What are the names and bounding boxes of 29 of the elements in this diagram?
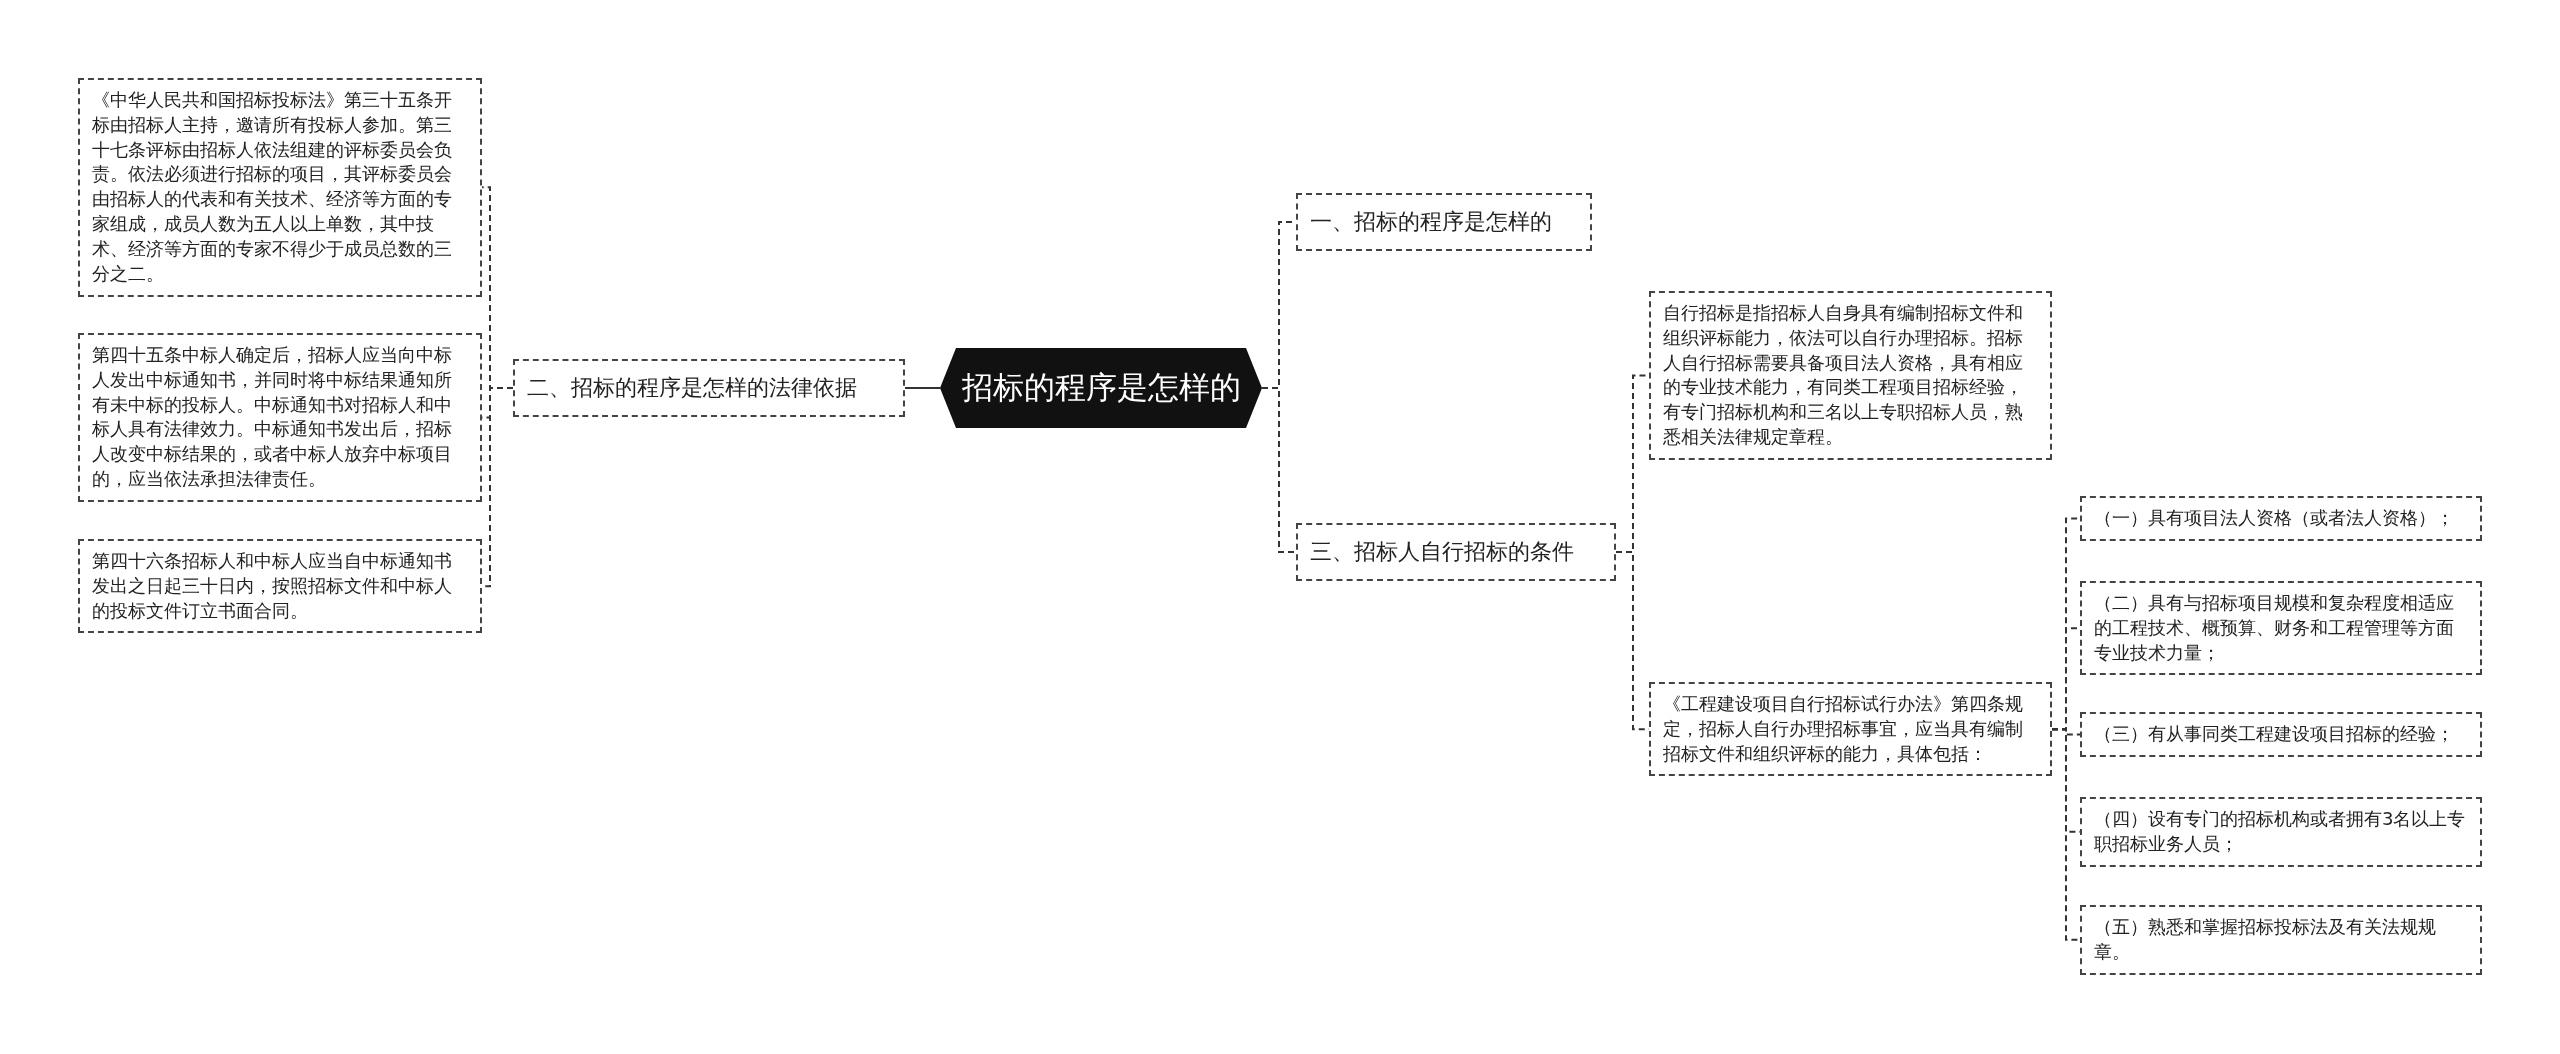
note-box bbox=[1649, 682, 2052, 777]
note-box bbox=[2080, 797, 2482, 867]
note-box bbox=[78, 78, 482, 297]
connector-line bbox=[904, 387, 941, 389]
note-box bbox=[2080, 905, 2482, 975]
note-text: 第四十六条招标人和中标人应当自中标通知书发出之日起三十日内，按照招标文件和中标人的投标文件订立书面合同。 bbox=[92, 550, 452, 621]
note-box bbox=[2080, 712, 2482, 757]
topic-box bbox=[1296, 193, 1592, 251]
note-text: （三）有从事同类工程建设项目招标的经验； bbox=[2094, 723, 2454, 744]
note-box bbox=[78, 333, 482, 502]
note-text: （二）具有与招标项目规模和复杂程度相适应的工程技术、概预算、财务和工程管理等方面专业技术力量； bbox=[2094, 592, 2454, 663]
note-text: 《工程建设项目自行招标试行办法》第四条规定，招标人自行办理招标事宜，应当具有编制招标文件和组织评标的能力，具体包括： bbox=[1663, 693, 2023, 764]
topic-box bbox=[513, 359, 905, 417]
note-text: （五）熟悉和掌握招标投标法及有关法规规章。 bbox=[2094, 916, 2436, 962]
topic-text: 二、招标的程序是怎样的法律依据 bbox=[527, 373, 857, 402]
topic-text: 三、招标人自行招标的条件 bbox=[1310, 537, 1574, 566]
note-box bbox=[78, 539, 482, 634]
topic-box bbox=[1296, 523, 1616, 581]
note-text: （四）设有专门的招标机构或者拥有3名以上专职招标业务人员； bbox=[2094, 808, 2466, 854]
note-text: 第四十五条中标人确定后，招标人应当向中标人发出中标通知书，并同时将中标结果通知所有未中标的投标人。中标通知书对招标人和中标人具有法律效力。中标通知书发出后，招标人改变中标结果的，或者中标人放弃中标项目的，应当依法承担法律责任。 bbox=[92, 344, 452, 490]
central-topic-text: 招标的程序是怎样的 bbox=[961, 368, 1241, 407]
note-text: 《中华人民共和国招标投标法》第三十五条开标由招标人主持，邀请所有投标人参加。第三十七条评标由招标人依法组建的评标委员会负责。依法必须进行招标的项目，其评标委员会由招标人的代表和有关技术、经济等方面的专家组成，成员人数为五人以上单数，其中技术、经济等方面的专家不得少于成员总数的三分之二。 bbox=[92, 89, 452, 284]
connector-line bbox=[1261, 387, 1297, 553]
note-text: （一）具有项目法人资格（或者法人资格）； bbox=[2094, 507, 2454, 528]
note-box bbox=[2080, 581, 2482, 676]
topic-text: 一、招标的程序是怎样的 bbox=[1310, 207, 1552, 236]
note-box bbox=[2080, 496, 2482, 541]
note-box bbox=[1649, 291, 2052, 460]
note-text: 自行招标是指招标人自身具有编制招标文件和组织评标能力，依法可以自行办理招标。招标人自行招标需要具备项目法人资格，具有相应的专业技术能力，有同类工程项目招标经验，有专门招标机构和三名以上专职招标人员，熟悉相关法律规定章程。 bbox=[1663, 302, 2023, 448]
